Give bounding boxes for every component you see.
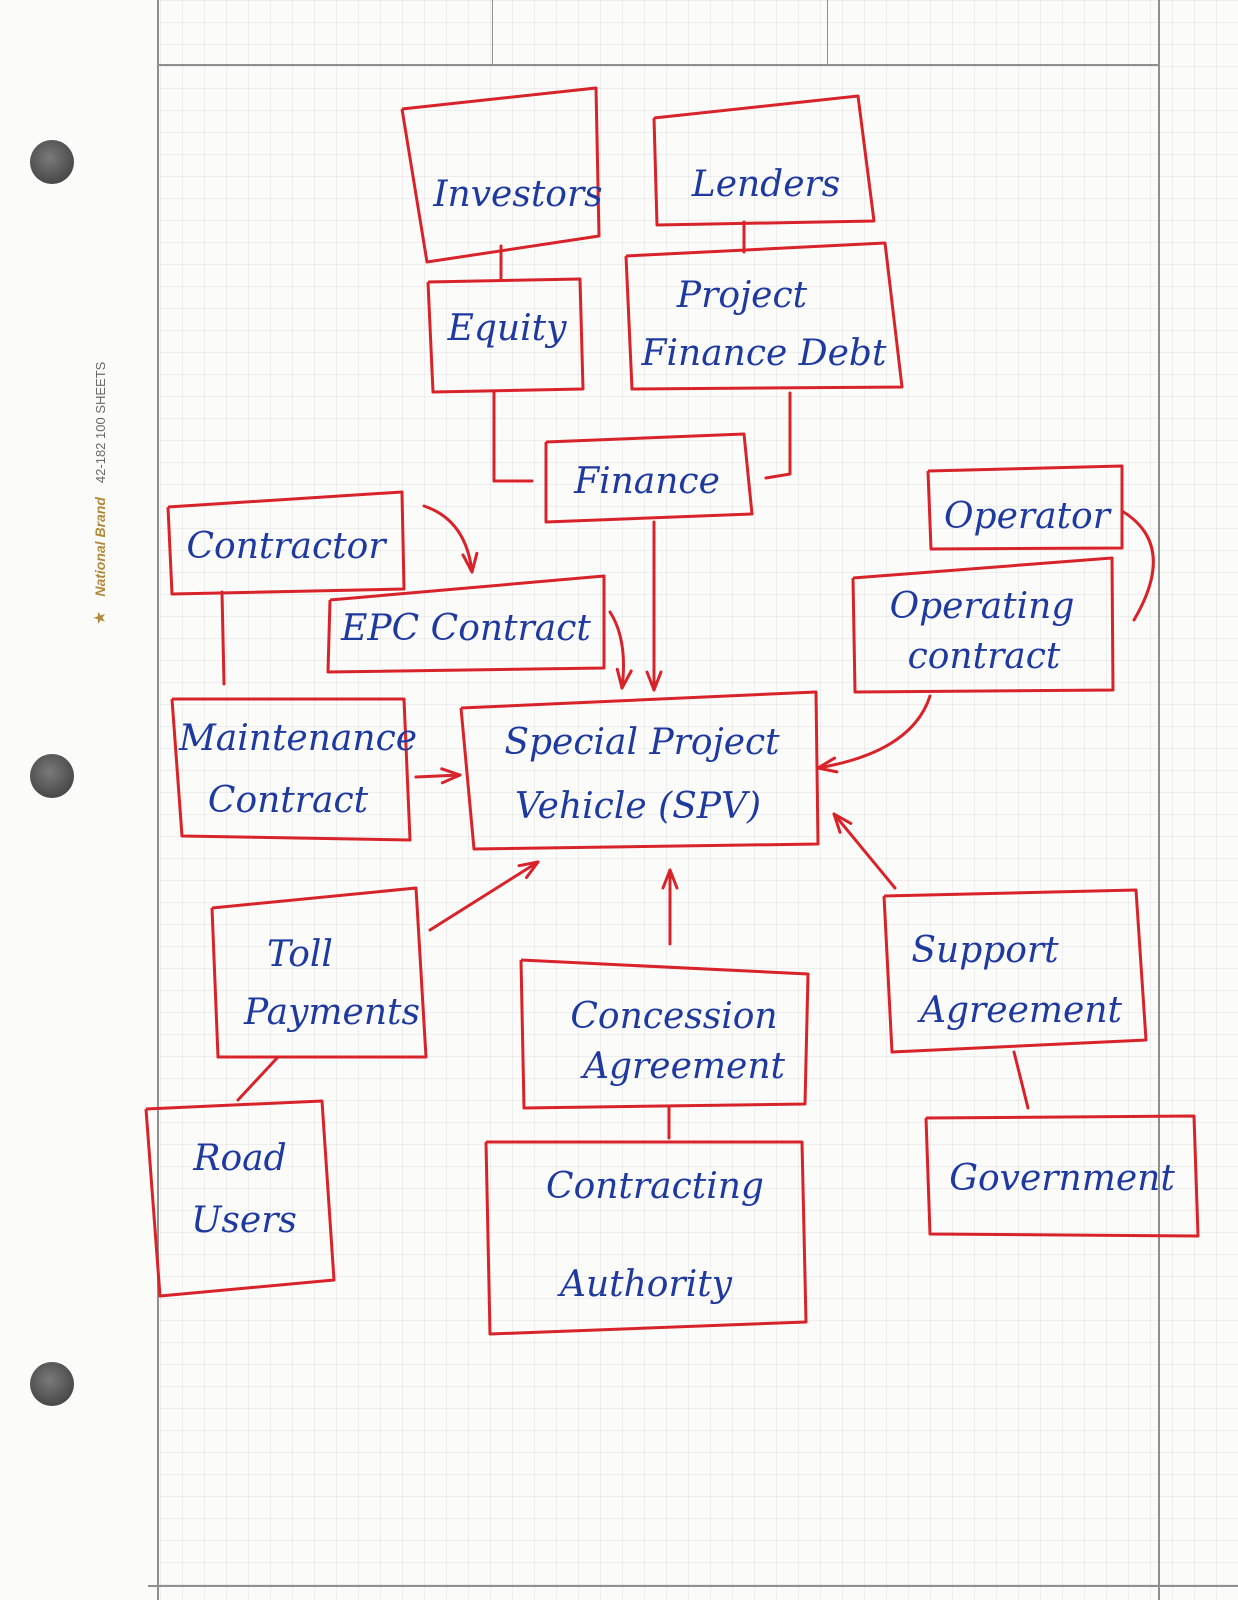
label-support-agreement-1: Support bbox=[911, 930, 1059, 971]
box-support-agreement: Support Agreement bbox=[882, 888, 1148, 1054]
label-epc-contract: EPC Contract bbox=[340, 608, 591, 649]
arrow-toll-spv bbox=[428, 860, 540, 932]
label-finance: Finance bbox=[573, 461, 720, 502]
box-maintenance-contract: Maintenance Contract bbox=[170, 697, 417, 842]
label-contracting-authority-2: Authority bbox=[557, 1264, 733, 1305]
arrow-operating-contract-spv bbox=[816, 694, 932, 774]
label-toll-payments-1: Toll bbox=[267, 934, 333, 975]
label-maintenance-contract-2: Contract bbox=[208, 780, 369, 821]
box-toll-payments: Toll Payments bbox=[210, 886, 428, 1059]
connectors bbox=[220, 220, 1155, 1140]
label-contracting-authority-1: Contracting bbox=[546, 1166, 764, 1207]
box-spv: Special Project Vehicle (SPV) bbox=[459, 690, 820, 851]
label-maintenance-contract-1: Maintenance bbox=[178, 718, 417, 759]
header-divider-1 bbox=[492, 0, 493, 65]
link-operator-operating-contract bbox=[1120, 509, 1155, 622]
label-lenders: Lenders bbox=[691, 164, 840, 205]
label-government: Government bbox=[949, 1158, 1175, 1199]
box-finance: Finance bbox=[544, 432, 754, 524]
box-concession-agreement: Concession Agreement bbox=[519, 958, 810, 1110]
label-operating-contract-1: Operating bbox=[890, 586, 1075, 627]
binder-hole-middle bbox=[30, 754, 74, 798]
left-margin bbox=[0, 0, 160, 1600]
label-support-agreement-2: Agreement bbox=[917, 990, 1122, 1031]
margin-line-left bbox=[157, 0, 159, 1600]
box-lenders: Lenders bbox=[652, 94, 876, 227]
link-support-government bbox=[1012, 1050, 1030, 1110]
box-project-finance-debt: Project Finance Debt bbox=[624, 241, 904, 391]
bottom-rule bbox=[148, 1585, 1238, 1587]
label-operating-contract-2: contract bbox=[908, 636, 1061, 677]
arrow-maintenance-spv bbox=[414, 767, 462, 785]
header-divider-2 bbox=[827, 0, 828, 65]
label-equity: Equity bbox=[447, 308, 567, 349]
label-concession-agreement-2: Agreement bbox=[580, 1046, 785, 1087]
label-toll-payments-2: Payments bbox=[243, 992, 420, 1033]
label-road-users-1: Road bbox=[192, 1138, 286, 1179]
binder-hole-top bbox=[30, 140, 74, 184]
binder-hole-bottom bbox=[30, 1362, 74, 1406]
link-contractor-maintenance bbox=[220, 590, 226, 686]
label-project-finance-debt-1: Project bbox=[676, 275, 808, 316]
box-equity: Equity bbox=[426, 277, 585, 394]
link-debt-finance bbox=[764, 391, 792, 480]
label-spv-2: Vehicle (SPV) bbox=[515, 786, 761, 827]
box-government: Government bbox=[924, 1114, 1200, 1238]
box-operator: Operator bbox=[926, 464, 1124, 551]
box-epc-contract: EPC Contract bbox=[326, 574, 606, 674]
label-road-users-2: Users bbox=[191, 1200, 297, 1241]
link-toll-road-users bbox=[236, 1055, 280, 1102]
label-project-finance-debt-2: Finance Debt bbox=[641, 333, 887, 374]
arrow-epc-spv bbox=[608, 610, 633, 690]
arrow-contractor-epc bbox=[422, 504, 479, 574]
arrow-support-spv bbox=[832, 812, 897, 890]
link-equity-finance bbox=[492, 390, 534, 483]
label-concession-agreement-1: Concession bbox=[570, 996, 777, 1037]
header-rule bbox=[157, 64, 1160, 66]
label-investors: Investors bbox=[432, 174, 602, 215]
margin-line-right bbox=[1158, 0, 1160, 1600]
box-operating-contract: Operating contract bbox=[851, 556, 1115, 694]
label-operator: Operator bbox=[944, 496, 1112, 537]
box-contractor: Contractor bbox=[166, 490, 406, 596]
box-investors: Investors bbox=[400, 86, 603, 264]
label-contractor: Contractor bbox=[186, 526, 387, 567]
box-road-users: Road Users bbox=[144, 1099, 336, 1298]
box-contracting-authority: Contracting Authority bbox=[484, 1140, 808, 1336]
label-spv-1: Special Project bbox=[504, 722, 780, 763]
